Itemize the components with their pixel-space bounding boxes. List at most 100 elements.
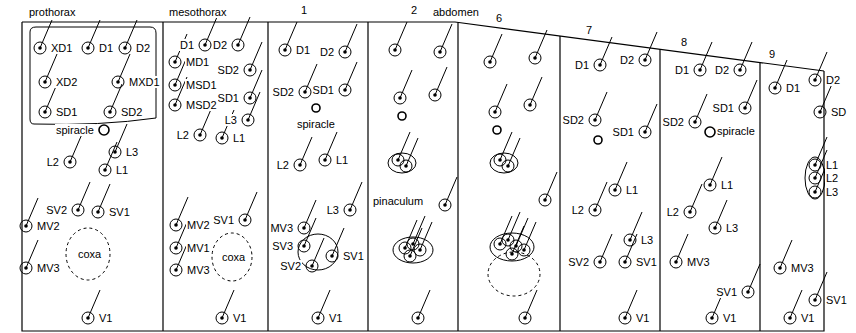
seta-label: V1 xyxy=(328,312,343,324)
seta-label: L1 xyxy=(625,184,639,196)
seta-hair xyxy=(595,92,607,120)
seta-label: MV2 xyxy=(36,220,61,232)
seta-label: L3 xyxy=(224,114,238,126)
seta-label: V1 xyxy=(98,312,113,324)
seta-hair xyxy=(418,290,430,318)
seta-label: MD1 xyxy=(185,56,210,68)
seta xyxy=(72,182,90,216)
seta xyxy=(339,62,357,96)
seta-hair xyxy=(345,24,357,52)
seta-hair xyxy=(238,17,250,45)
seta xyxy=(734,42,752,76)
seta-label: D2 xyxy=(319,46,335,58)
seta-label: SV3 xyxy=(271,240,294,252)
seta-label: MV3 xyxy=(269,222,294,234)
seta-label: MV2 xyxy=(186,219,211,231)
seta-hair xyxy=(595,182,607,210)
body-outline xyxy=(22,22,824,331)
seta xyxy=(412,290,430,324)
seta-hair xyxy=(535,30,547,58)
seta xyxy=(494,132,512,166)
seta xyxy=(294,137,312,171)
seta xyxy=(434,24,452,58)
seta-label: L1 xyxy=(115,164,129,176)
l-pinaculum xyxy=(388,153,416,173)
segment-heading: abdomen xyxy=(432,6,480,18)
seta-hair xyxy=(410,228,422,256)
structure-label: coxa xyxy=(77,248,102,260)
seta-hair xyxy=(530,77,542,105)
spiracle-ring xyxy=(99,125,109,135)
structure-label: spiracle xyxy=(55,124,95,136)
seta-hair xyxy=(508,212,520,240)
seta xyxy=(484,34,502,68)
seta-hair xyxy=(304,200,316,228)
seta-hair xyxy=(740,42,752,70)
seta xyxy=(529,30,547,64)
seta-label: D1 xyxy=(295,44,311,56)
seta xyxy=(404,228,422,262)
seta-hair xyxy=(695,94,707,122)
structure-label: pinaculum xyxy=(372,195,424,207)
l-pinaculum xyxy=(490,153,518,173)
seta-label: L2 xyxy=(825,172,839,184)
seta-label: MV1 xyxy=(186,242,211,254)
seta-hair xyxy=(350,182,362,210)
segment-heading: 1 xyxy=(300,4,308,16)
seta xyxy=(489,84,507,118)
sv-pinaculum xyxy=(490,233,534,261)
seta-label: MSD2 xyxy=(185,99,218,111)
seta xyxy=(519,290,537,324)
seta-hair xyxy=(304,218,316,246)
seta-label: SD2 xyxy=(217,64,240,76)
seta-label: L1 xyxy=(335,154,349,166)
seta xyxy=(64,134,82,168)
seta-label: L3 xyxy=(725,222,739,234)
seta-label: MSD1 xyxy=(185,79,218,91)
seta-label: D1 xyxy=(785,82,801,94)
seta-hair xyxy=(690,184,702,212)
seta-label: D1 xyxy=(179,39,195,51)
seta xyxy=(742,264,760,298)
seta xyxy=(232,17,250,51)
seta xyxy=(502,138,520,172)
structure-label: coxa xyxy=(221,251,246,263)
seta-label: L3 xyxy=(640,234,654,246)
seta-label: L3 xyxy=(125,146,139,158)
seta xyxy=(244,70,262,104)
seta xyxy=(194,107,212,141)
seta-hair xyxy=(413,216,425,244)
seta-label: SD1 xyxy=(312,84,335,96)
seta-label: MV3 xyxy=(36,262,61,274)
seta-hair xyxy=(78,182,90,210)
seta xyxy=(524,77,542,111)
proleg-base xyxy=(488,252,540,296)
pinacula-groups xyxy=(298,153,825,270)
seta-label: L2 xyxy=(46,156,60,168)
seta-hair xyxy=(500,132,512,160)
seta-hair xyxy=(345,62,357,90)
mesothoracic-coxa xyxy=(212,233,252,281)
seta-hair xyxy=(400,70,412,98)
seta xyxy=(518,222,536,256)
seta xyxy=(684,184,702,218)
seta xyxy=(694,42,712,76)
segment-frame xyxy=(22,22,824,331)
seta xyxy=(306,238,324,272)
seta-hair xyxy=(398,132,410,160)
seta-label: MXD1 xyxy=(128,76,161,88)
seta-label: SV1 xyxy=(825,294,848,306)
seta xyxy=(298,200,316,234)
seta-label: SD1 xyxy=(55,106,78,118)
segment-heading: 7 xyxy=(585,24,593,36)
segment-boundaries xyxy=(163,22,760,331)
seta-label: D2 xyxy=(212,39,228,51)
spiracle-ring xyxy=(705,127,715,137)
seta xyxy=(639,104,657,138)
seta-label: L3 xyxy=(825,186,839,198)
seta-hair xyxy=(748,264,760,292)
seta-label: D1 xyxy=(98,42,114,54)
segment-heading: 2 xyxy=(410,4,418,16)
seta-hair xyxy=(406,138,418,166)
